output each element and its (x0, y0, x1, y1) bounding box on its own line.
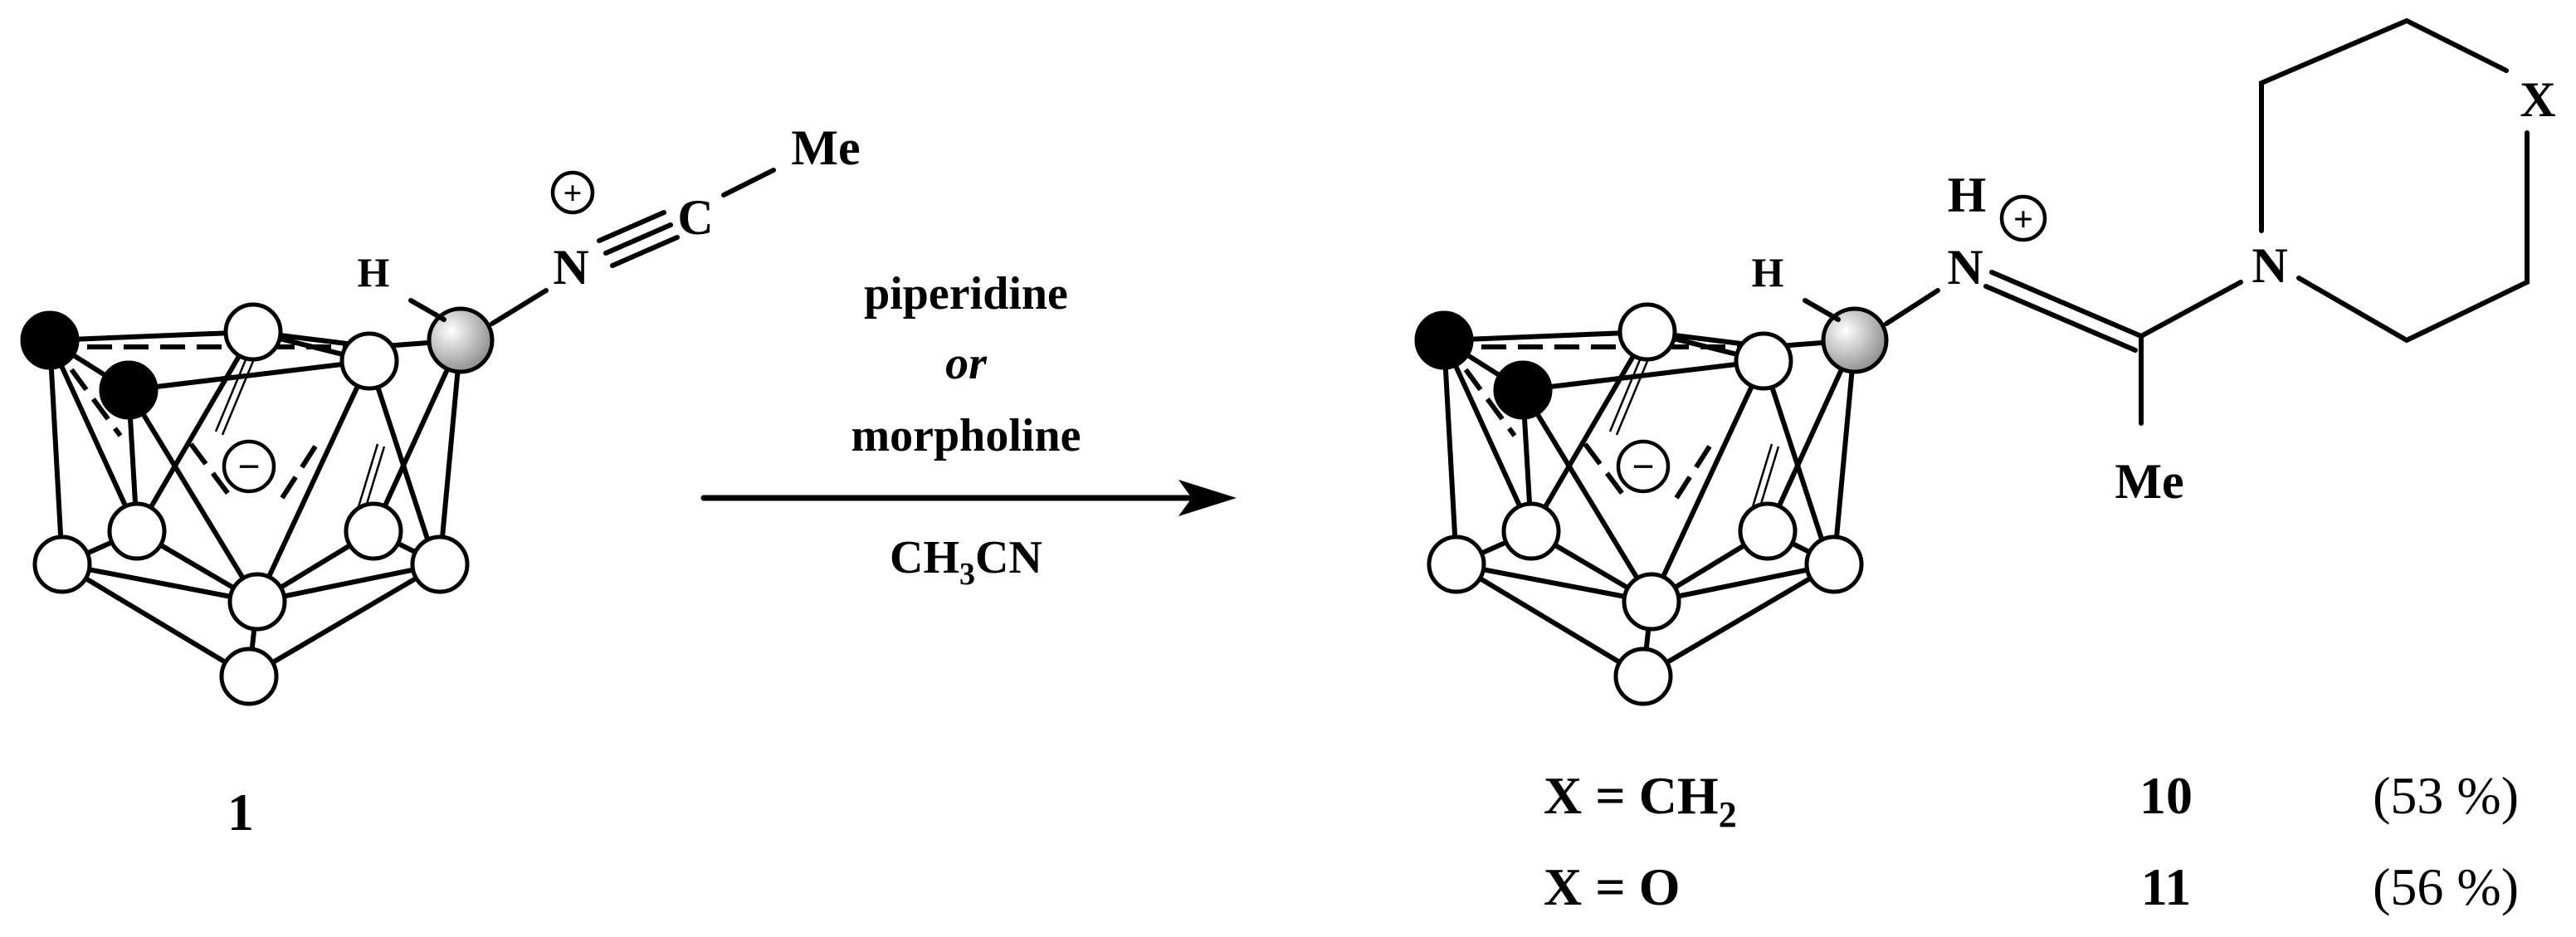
reactant-h-label: H (358, 249, 390, 295)
reagent-connector: or (945, 338, 988, 389)
reagent-morpholine: morpholine (851, 410, 1081, 461)
product-amidinium: − H N H + Me N X (1417, 17, 2556, 704)
n-charge-ring (550, 170, 595, 215)
compound-number: 11 (2141, 857, 2191, 916)
product-x-label: X (2520, 72, 2555, 127)
product-n-charge-ring (1999, 194, 2047, 242)
compound-row-10: X = CH2 10 (53 %) (1544, 766, 2519, 835)
cage-charge-sign: − (237, 445, 260, 489)
product-cage-charge-sign: − (1632, 445, 1654, 489)
compound-table: X = CH2 10 (53 %) X = O 11 (56 %) (1544, 766, 2519, 916)
product-h-label: H (1752, 249, 1784, 295)
reactant-me-label: Me (791, 120, 860, 175)
product-n-charge-sign: + (2013, 201, 2033, 239)
product-n-imine-label: N (1947, 240, 1983, 295)
compound-number: 10 (2139, 766, 2193, 825)
product-cage-charge-ring (1616, 439, 1671, 494)
x-definition: X = O (1544, 857, 1680, 916)
product-me-label: Me (2115, 454, 2183, 509)
compound-row-11: X = O 11 (56 %) (1544, 857, 2519, 916)
carborane-cage-product (1417, 300, 1886, 704)
x-definition: X = CH2 (1544, 766, 1737, 835)
compound-yield: (56 %) (2373, 857, 2519, 916)
solvent-label: CH3CN (890, 532, 1042, 592)
product-n-ring-label: N (2252, 238, 2287, 293)
reaction-arrow (700, 480, 1237, 516)
cage-charge-ring (222, 439, 276, 494)
reactant-c-label: C (677, 190, 713, 245)
reactant-n-label: N (553, 240, 588, 295)
reactant-1: − H N + C Me 1 (22, 120, 861, 842)
carborane-cage-reactant (22, 300, 492, 704)
product-nh-label: H (1948, 168, 1987, 222)
n-charge-sign: + (564, 174, 583, 212)
compound-yield: (53 %) (2373, 766, 2519, 825)
reagent-piperidine: piperidine (864, 268, 1068, 320)
reaction-conditions: piperidine or morpholine CH3CN (700, 268, 1237, 592)
compound-number-1: 1 (227, 783, 254, 842)
